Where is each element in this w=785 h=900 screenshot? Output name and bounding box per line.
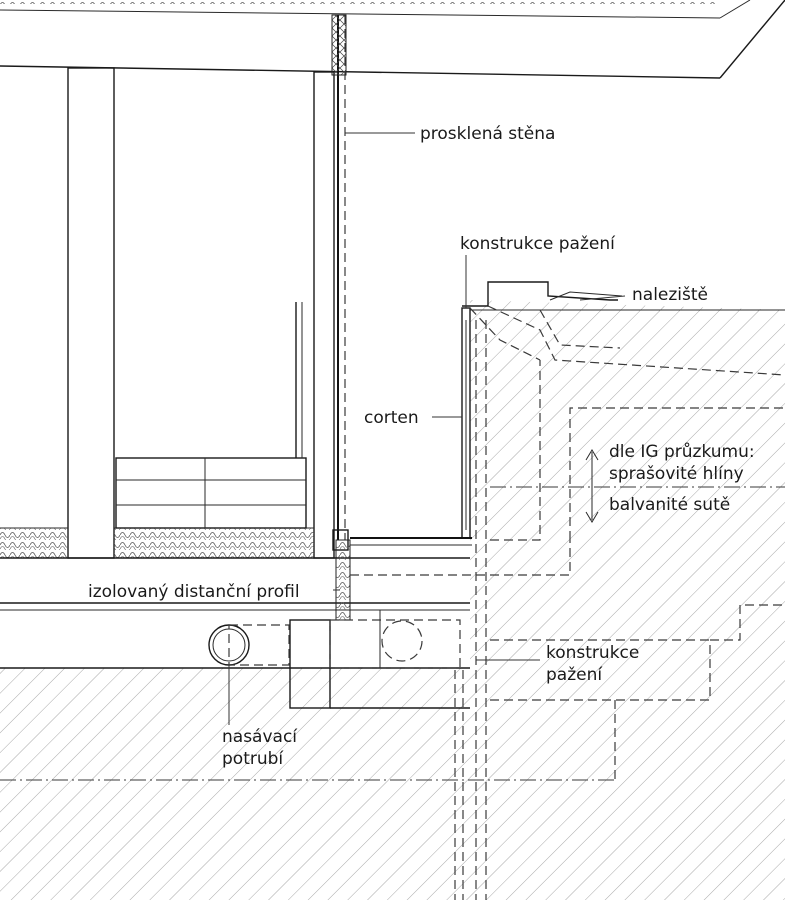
label-ig-line1: dle IG průzkumu: [609,442,755,462]
label-shoring-bottom-2: pažení [546,665,603,685]
label-corten: corten [364,408,419,428]
soil-hatch [0,300,785,900]
label-spacer: izolovaný distanční profil [88,582,300,602]
label-suction-2: potrubí [222,749,284,769]
site-excavation [462,281,785,376]
geology-boundaries [350,360,785,701]
label-shoring-bottom-1: konstrukce [546,643,639,663]
label-ig-line3: balvanité sutě [609,495,730,515]
label-ig-line2: sprašovité hlíny [609,464,744,484]
leaders [228,132,626,725]
label-site: naleziště [632,285,708,305]
label-glass-wall: prosklená stěna [420,124,555,144]
foundation-beam [289,610,470,709]
spacer-profile [335,539,351,621]
glass-wall [331,14,349,551]
roof-slab [0,0,785,79]
shoring-piles [454,320,487,900]
label-suction-1: nasávací [222,727,298,747]
railing [115,302,307,529]
label-shoring-top: konstrukce pažení [460,234,616,254]
columns [67,67,335,559]
ig-arrows [585,449,599,523]
suction-pipes [208,620,423,666]
